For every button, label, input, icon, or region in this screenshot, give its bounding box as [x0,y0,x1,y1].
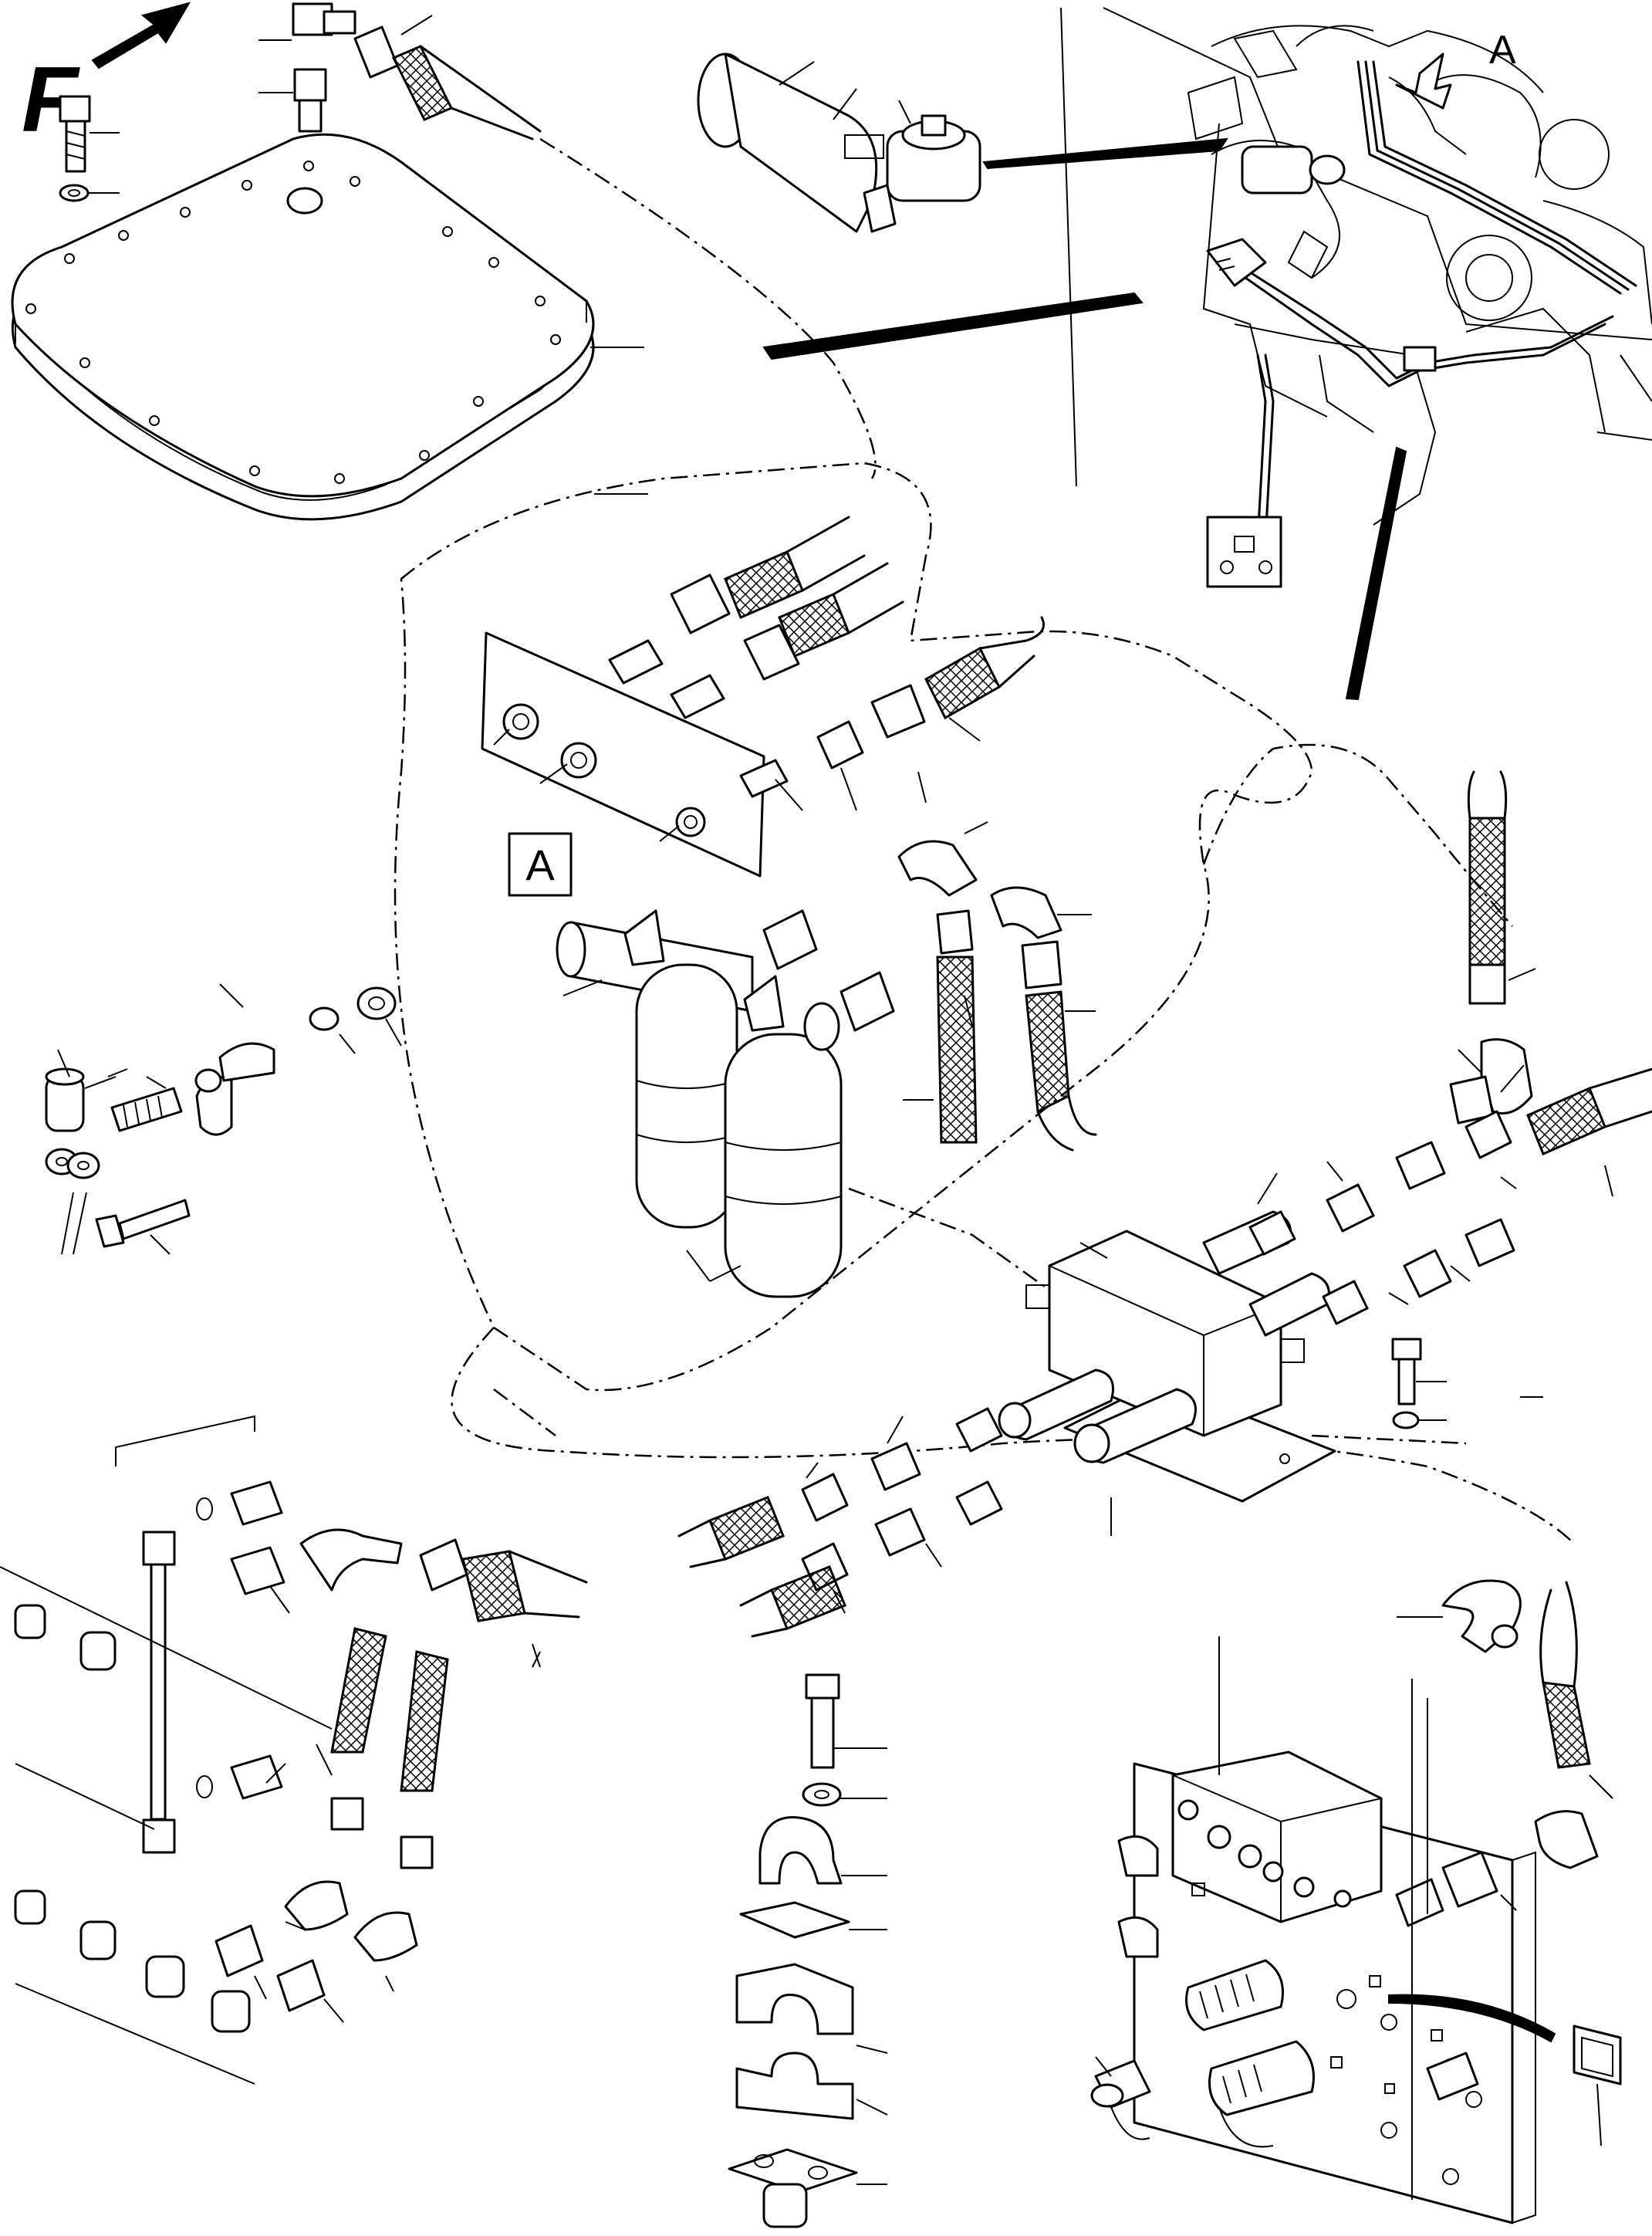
manifold-fittings [677,1067,1652,1638]
twin-filter-assembly [556,909,843,1298]
detail-arrow-label: A [1489,28,1516,73]
bulkhead-panel [481,631,765,878]
manifold-block [998,1210,1336,1536]
breather-filter [697,52,1228,233]
front-arrow-icon [91,2,191,69]
control-panel [1090,1579,1622,2224]
lower-left-assembly [0,1415,588,2085]
detail-callout-label: A [525,841,555,889]
cover-plate-group [11,133,648,521]
cover-bolt [59,95,120,202]
top-elbow-fitting [258,2,542,140]
detail-a-callout: A [508,832,573,897]
clamp-stack [728,1673,888,2228]
detail-a-boundary [394,462,1313,1392]
cover-plate [11,133,595,498]
right-vertical-hose [1449,770,1536,1125]
front-direction-marker: F [22,2,191,151]
leader-lines [532,88,1543,1668]
clamp-kit-left [45,983,402,1255]
hose-group-upper [608,516,1045,811]
cover-port [286,187,323,215]
engine-assembly: A [762,7,1652,701]
